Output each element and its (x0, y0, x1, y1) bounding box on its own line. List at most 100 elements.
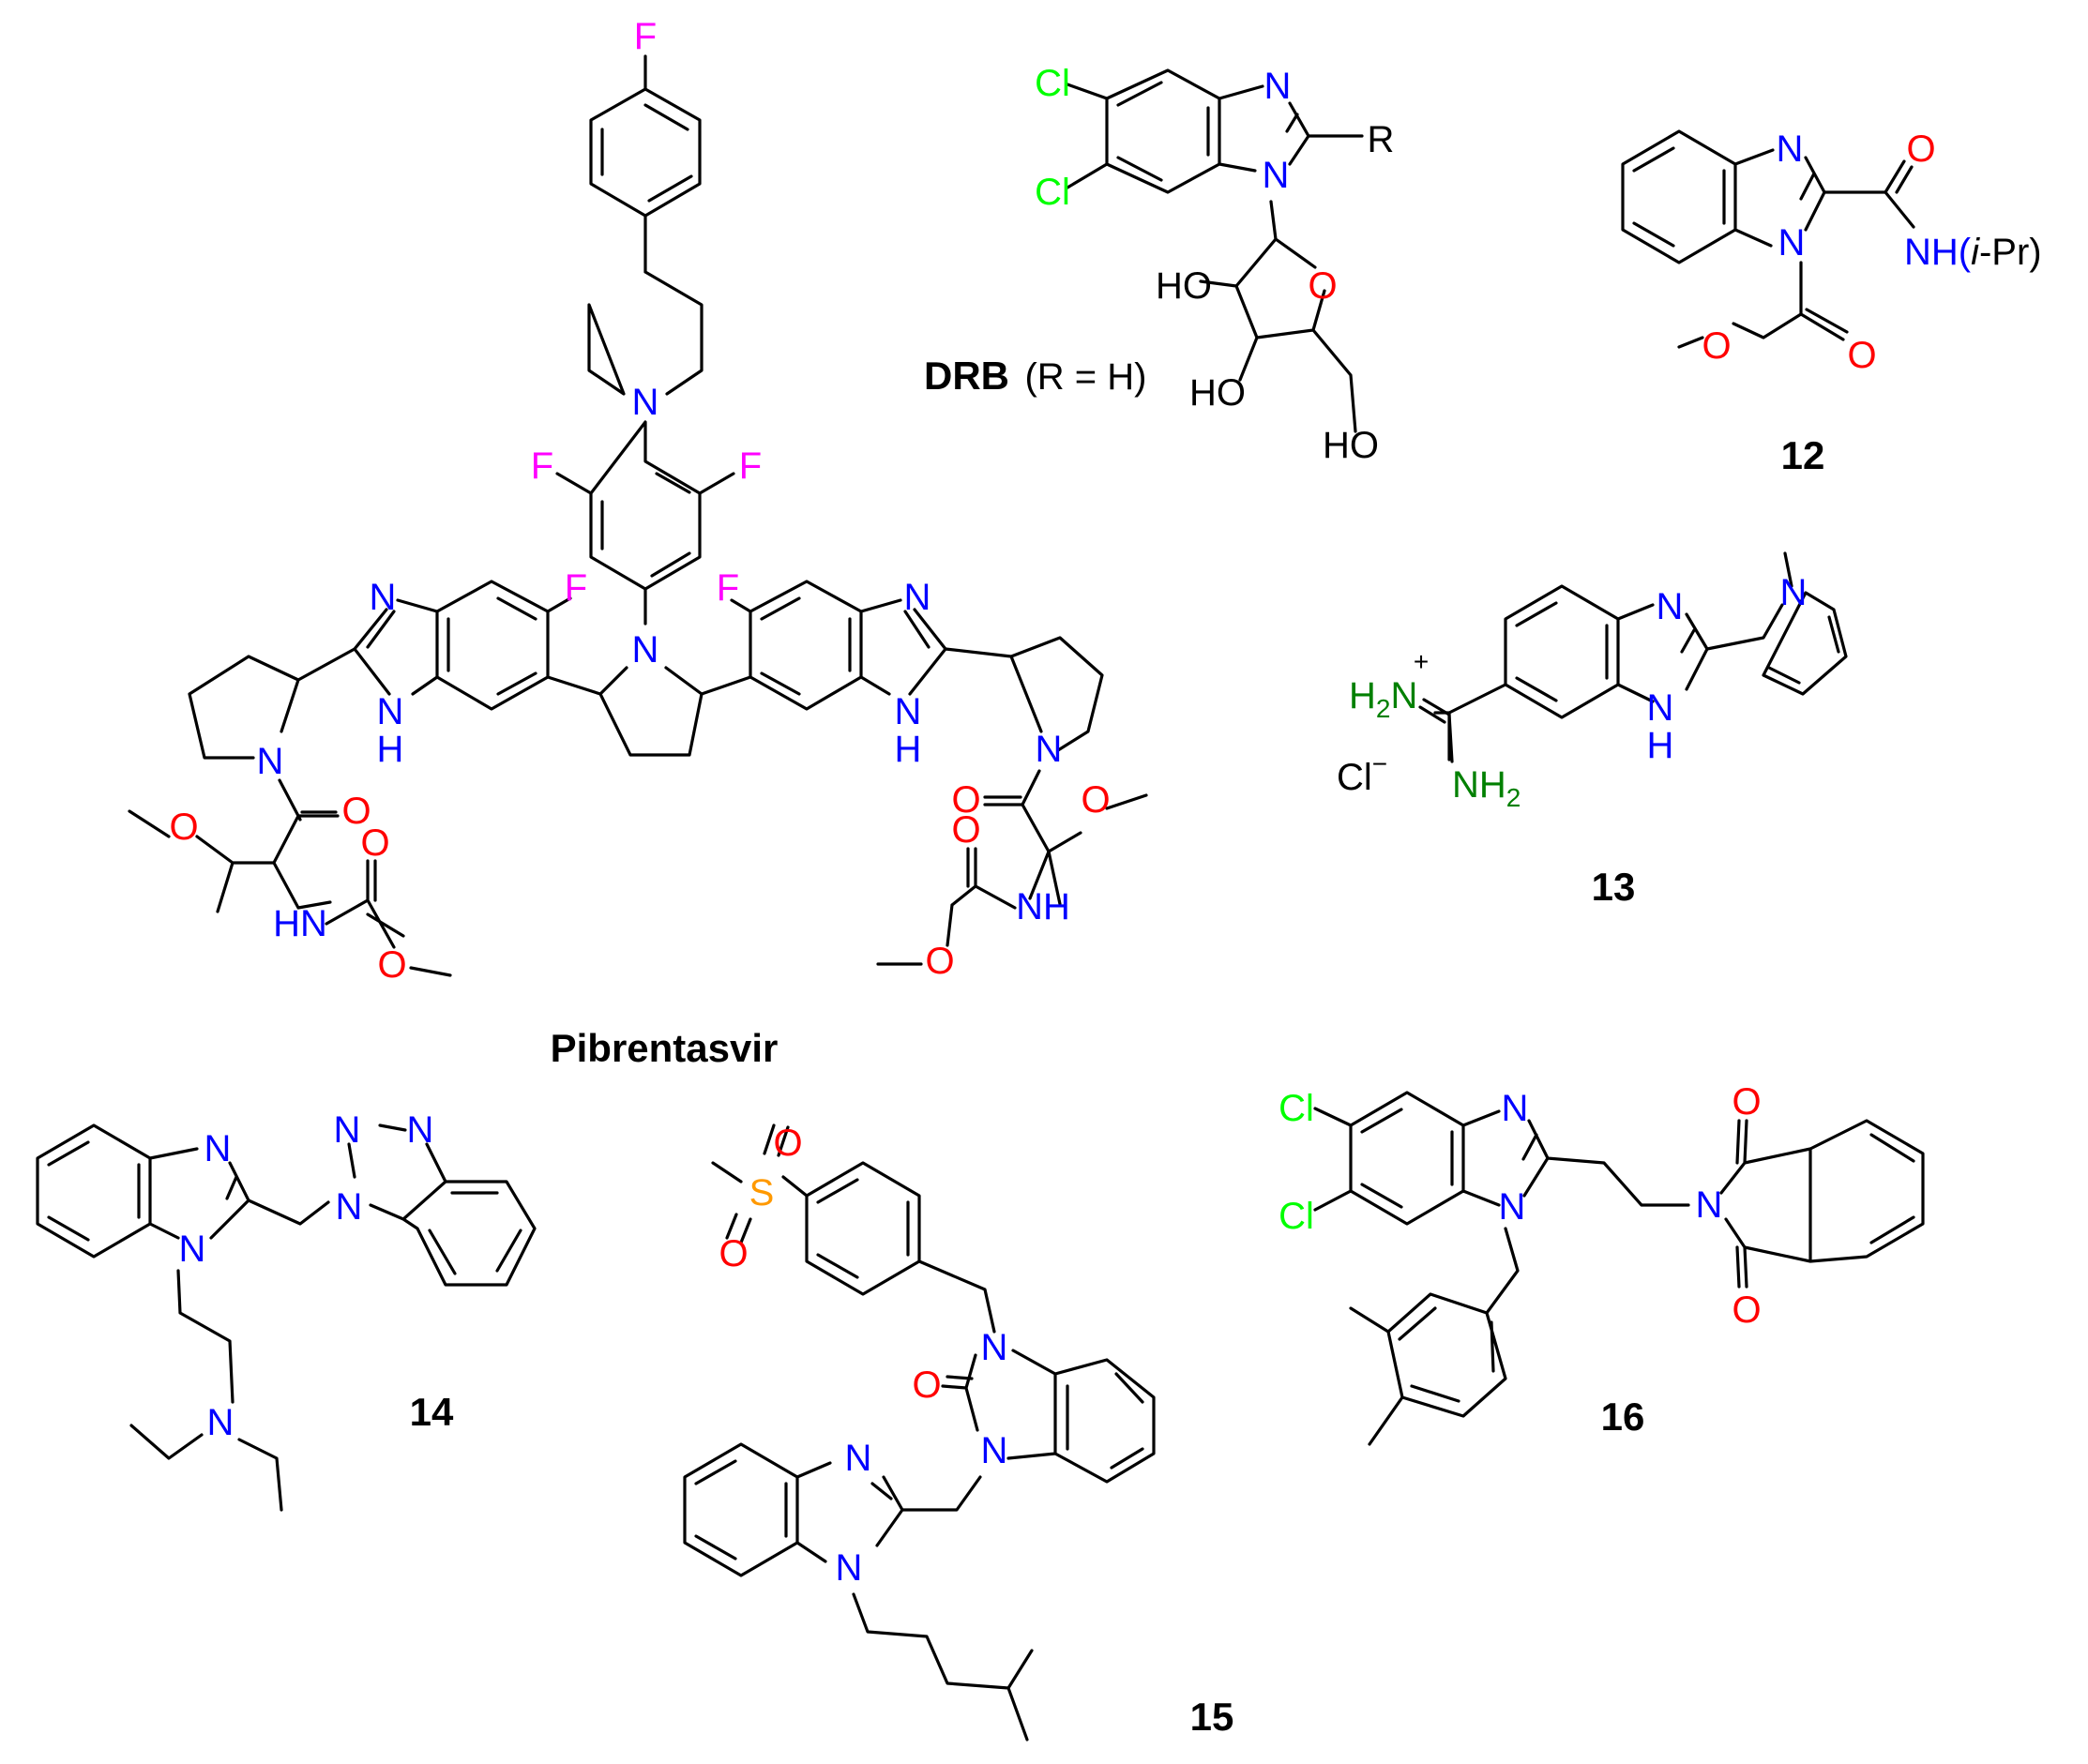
structure-13: N N H N H2N + NH2 Cl− 13 (1337, 551, 1848, 909)
c16-atom-n3: N (1502, 1088, 1529, 1129)
pib-atom-f-right-benz: F (717, 567, 739, 609)
c14-label: 14 (410, 1390, 454, 1434)
c12-atom-o-amide: O (1906, 128, 1935, 170)
c15-label: 15 (1190, 1695, 1234, 1739)
pib-atom-nh-right: N (895, 691, 922, 732)
drb-atom-ho-b: HO (1189, 372, 1246, 414)
pib-atom-hn-left: HN (273, 903, 327, 944)
c14-atom-n1: N (179, 1229, 206, 1270)
drb-atom-ho-c: HO (1323, 425, 1379, 466)
c14-aminoethyl-bonds (129, 1269, 283, 1512)
c16-atom-cl1: Cl (1279, 1088, 1314, 1129)
pib-atom-nh-right-carbamate: NH (1016, 886, 1070, 927)
pib-left-pyrrolidine-bonds (188, 647, 356, 760)
drb-atom-n3: N (1264, 66, 1292, 107)
pib-atom-n-pyrrolidine-right: N (1036, 729, 1063, 770)
pib-atom-nh-left: N (377, 691, 404, 732)
c15-atom-n-urea-2: N (981, 1430, 1008, 1471)
c13-h2n-label: H2N (1349, 675, 1417, 723)
c13-h2n-sub: 2 (1376, 694, 1391, 723)
c13-bonds (1433, 551, 1848, 761)
pib-atom-f-right: F (739, 445, 762, 487)
c12-atom-n1: N (1778, 222, 1806, 264)
pib-atom-h-left: H (377, 729, 404, 770)
pib-atom-n-center: N (632, 629, 659, 671)
c12-atom-o-carbonyl: O (1847, 335, 1876, 376)
pib-atom-o-carbamate-right-1: O (951, 809, 980, 851)
pib-atom-f-left-benz: F (565, 567, 587, 609)
pib-atom-o-methoxy-right: O (1081, 779, 1110, 821)
c14-atom-nb3: N (407, 1109, 434, 1151)
pib-atom-o-amide-left: O (341, 791, 371, 832)
pib-left-carbamate-bonds (325, 859, 396, 949)
c15-benzimidazole-bonds (683, 1442, 982, 1577)
c15-atom-o-urea: O (912, 1364, 941, 1406)
c16-atom-n1: N (1499, 1186, 1526, 1228)
c13-chloride-label: Cl− (1337, 749, 1387, 798)
pib-atom-h-right: H (895, 729, 922, 770)
c14-benzotriazole-bonds (347, 1123, 537, 1287)
c14-atom-n-amine: N (207, 1402, 235, 1443)
c14-atom-n3: N (204, 1128, 232, 1169)
pib-atom-o-carbamate-left-1: O (360, 822, 389, 864)
pibrentasvir-label: Pibrentasvir (551, 1026, 779, 1070)
c13-h2n-h: H (1349, 675, 1376, 716)
pib-fluorophenyl-bonds (587, 54, 704, 396)
pib-right-sidechain-bonds (983, 769, 1148, 906)
structure-drb: Cl Cl N N R O HO HO HO DRB (R = H) (924, 63, 1394, 466)
pib-atom-n-imidazole-left: N (370, 577, 397, 618)
c15-atom-n-urea-1: N (981, 1327, 1008, 1368)
drb-ribose-bonds (1199, 200, 1357, 433)
c13-plus-charge: + (1414, 647, 1429, 676)
pib-left-sidechain-bonds (128, 778, 405, 938)
pib-atom-o-carbamate-left-2: O (377, 944, 406, 986)
structure-16: Cl Cl N N N O O 16 (1279, 1081, 1925, 1446)
c13-minus-charge: − (1372, 749, 1387, 778)
pib-atom-o-carbamate-right-2: O (925, 941, 954, 982)
c12-bonds (1621, 129, 1915, 349)
c16-methylbenzyl-bonds (1349, 1227, 1520, 1446)
c15-atom-s: S (749, 1172, 775, 1214)
c15-atom-n1: N (836, 1547, 863, 1589)
pib-central-pyrrolidine-bonds (598, 666, 704, 757)
c13-atom-n-pyrrole: N (1780, 572, 1808, 613)
drb-benzimidazole-bonds (1066, 68, 1364, 194)
drb-atom-cl1: Cl (1035, 63, 1070, 104)
c13-cl: Cl (1337, 757, 1372, 798)
c14-atom-nb1: N (336, 1186, 363, 1228)
c12-ipr-rest: -Pr) (1979, 232, 2042, 273)
c15-benzimidazolone-bonds (941, 1349, 1156, 1484)
c14-atom-nb2: N (334, 1109, 361, 1151)
c12-ipr-i: i (1971, 232, 1980, 273)
c13-atom-n3: N (1657, 586, 1684, 627)
pib-right-carbamate-bonds (946, 847, 1017, 947)
c16-atom-o2: O (1732, 1289, 1761, 1331)
drb-atom-r: R (1368, 119, 1395, 160)
pib-right-pyrrolidine-bonds (944, 636, 1104, 752)
c13-label: 13 (1592, 865, 1636, 909)
c16-atom-o1: O (1732, 1081, 1761, 1123)
pib-atom-n-pyrrolidine-left: N (257, 741, 284, 782)
c13-atom-h: H (1647, 725, 1674, 766)
pib-atom-f-left: F (531, 445, 553, 487)
drb-atom-o-ring: O (1308, 265, 1337, 307)
c16-label: 16 (1601, 1395, 1645, 1439)
pib-left-methyl-bond (409, 966, 452, 977)
drb-name: DRB (924, 354, 1009, 398)
drb-atom-cl2: Cl (1035, 172, 1070, 213)
c15-atom-o2: O (719, 1233, 748, 1274)
pib-atom-f-top: F (634, 16, 657, 57)
pib-atom-o-amide-right: O (951, 779, 980, 821)
pib-difluorophenyl-bonds (555, 420, 735, 626)
c12-atom-nh: NH( (1904, 232, 1972, 273)
c15-atom-o1: O (773, 1123, 802, 1164)
pib-atom-o-methoxy-left: O (169, 807, 198, 848)
c14-benzimidazole-bonds (36, 1123, 330, 1259)
structure-pibrentasvir: F N F F N F N N H N O O HN O O F N N H (128, 16, 1148, 1070)
c16-phthalimide-bonds (1719, 1119, 1925, 1289)
c13-nh2-nh: NH (1452, 764, 1506, 806)
c12-amide-nh-label: NH(i-Pr) (1904, 232, 2042, 273)
c12-label: 12 (1781, 433, 1825, 477)
c13-nh2-label: NH2 (1452, 764, 1521, 812)
pib-atom-n-piperidine: N (632, 382, 659, 423)
